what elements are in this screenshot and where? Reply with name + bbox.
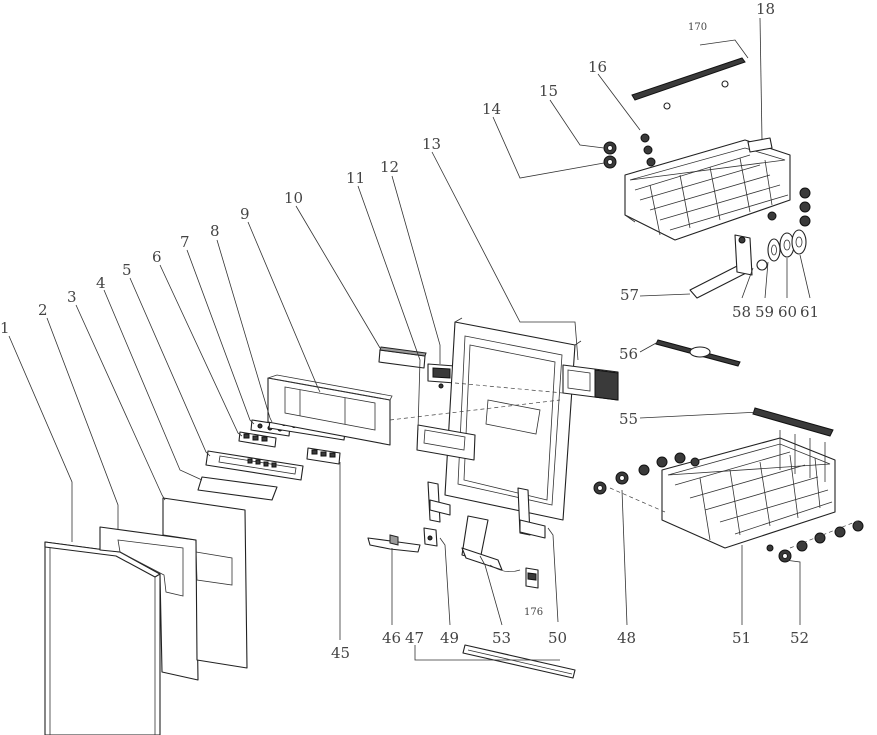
callout-48: 48 [617, 629, 636, 647]
callout-14: 14 [482, 100, 501, 118]
cable-53 [461, 515, 521, 572]
hinge-bracket-right [517, 487, 546, 539]
seal-strip-4 [197, 476, 278, 501]
inner-door-frame-50 [444, 317, 582, 521]
lower-basket [661, 437, 836, 549]
rail-47 [462, 644, 576, 679]
washer-58 [756, 259, 768, 271]
callout-176: 176 [524, 607, 543, 618]
handle-bar-10 [378, 346, 427, 369]
wheel-set-14-15 [603, 133, 656, 169]
callout-1: 1 [0, 319, 10, 337]
callout-5: 5 [122, 261, 132, 279]
callout-50: 50 [548, 629, 567, 647]
wheel-set-52 [766, 520, 864, 563]
callout-labels: 1 2 3 4 5 6 7 8 9 10 11 12 13 14 15 16 1… [0, 0, 819, 662]
callout-47: 47 [405, 629, 424, 647]
knob-block-45 [306, 447, 341, 465]
spray-arm-56 [655, 339, 741, 367]
seal-59 [767, 238, 781, 262]
hinge-bracket-left [427, 481, 451, 523]
callout-52: 52 [790, 629, 809, 647]
wheel-set-48 [593, 452, 700, 495]
callout-58: 58 [732, 303, 751, 321]
callout-59: 59 [755, 303, 774, 321]
hinge-46 [367, 534, 421, 553]
callout-61: 61 [800, 303, 819, 321]
callout-9: 9 [240, 205, 250, 223]
dispenser-module-13 [562, 364, 619, 401]
callout-12: 12 [380, 158, 399, 176]
callout-7: 7 [180, 233, 190, 251]
callout-16: 16 [588, 58, 607, 76]
callout-13: 13 [422, 135, 441, 153]
callout-11: 11 [346, 169, 365, 187]
callout-49: 49 [440, 629, 459, 647]
detergent-dispenser-11 [416, 424, 476, 461]
insulation-3 [162, 497, 248, 669]
control-housing-9 [267, 374, 393, 446]
door-panel-1 [44, 541, 161, 735]
upper-basket [624, 139, 791, 241]
callout-46: 46 [382, 629, 401, 647]
callout-170: 170 [688, 22, 707, 33]
callout-56: 56 [619, 345, 638, 363]
callout-6: 6 [152, 248, 162, 266]
rail-170 [631, 57, 746, 110]
callout-57: 57 [620, 286, 639, 304]
spray-arm-feed-57 [689, 234, 753, 299]
callout-10: 10 [284, 189, 303, 207]
hinge-arm-49 [423, 527, 438, 547]
callout-18: 18 [756, 0, 775, 18]
callout-3: 3 [67, 288, 77, 306]
callout-45: 45 [331, 644, 350, 662]
callout-60: 60 [778, 303, 797, 321]
callout-55: 55 [619, 410, 638, 428]
callout-4: 4 [96, 274, 106, 292]
seal-61 [791, 229, 807, 255]
clip-18 [747, 137, 773, 153]
callout-15: 15 [539, 82, 558, 100]
callout-2: 2 [38, 301, 48, 319]
callout-53: 53 [492, 629, 511, 647]
callout-51: 51 [732, 629, 751, 647]
leader-lines [8, 17, 811, 661]
wheel-set-right [767, 187, 811, 227]
clip-176 [525, 567, 539, 589]
door-lock-12 [427, 363, 456, 389]
pcb-board-6 [238, 431, 277, 448]
callout-8: 8 [210, 222, 220, 240]
control-panel-5 [205, 450, 304, 481]
